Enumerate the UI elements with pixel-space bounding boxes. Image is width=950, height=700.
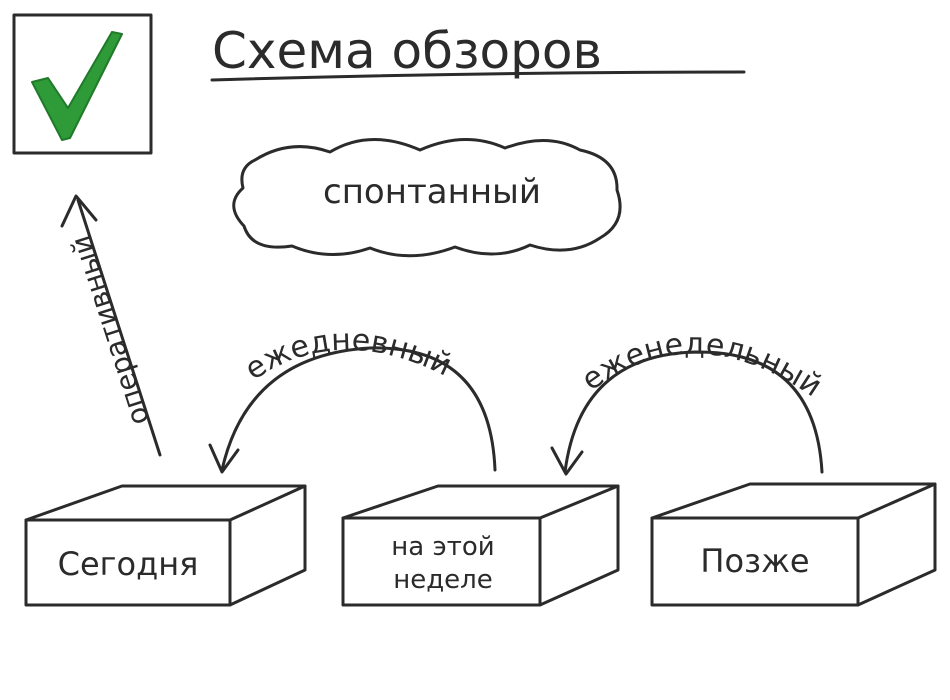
- this-week-label-line2: неделе: [393, 565, 493, 595]
- later-label: Позже: [700, 542, 809, 580]
- spontaneous-label: спонтанный: [323, 172, 541, 212]
- done-checkbox: [12, 13, 153, 155]
- this-week-label-line1: на этой: [391, 532, 494, 562]
- box-today: Сегодня: [24, 484, 307, 607]
- spontaneous-cloud: спонтанный: [232, 138, 622, 258]
- box-this-week: на этой неделе: [341, 484, 620, 607]
- box-later: Позже: [650, 482, 937, 607]
- arrowhead: [60, 194, 98, 228]
- today-label: Сегодня: [58, 545, 199, 583]
- weekly-arrow: еженедельный: [550, 327, 828, 476]
- page-title: Схема обзоров: [212, 22, 602, 80]
- title-underline: [210, 70, 746, 82]
- operative-arrow: оперативный: [60, 194, 162, 457]
- weekly-label: еженедельный: [575, 327, 828, 404]
- arrowhead: [550, 446, 584, 476]
- arrowhead: [208, 443, 240, 474]
- daily-arrow: ежедневный: [208, 323, 497, 474]
- checkmark-icon: [31, 31, 123, 141]
- daily-label: ежедневный: [239, 323, 457, 388]
- operative-label: оперативный: [64, 231, 156, 429]
- cloud-outline: [232, 138, 622, 258]
